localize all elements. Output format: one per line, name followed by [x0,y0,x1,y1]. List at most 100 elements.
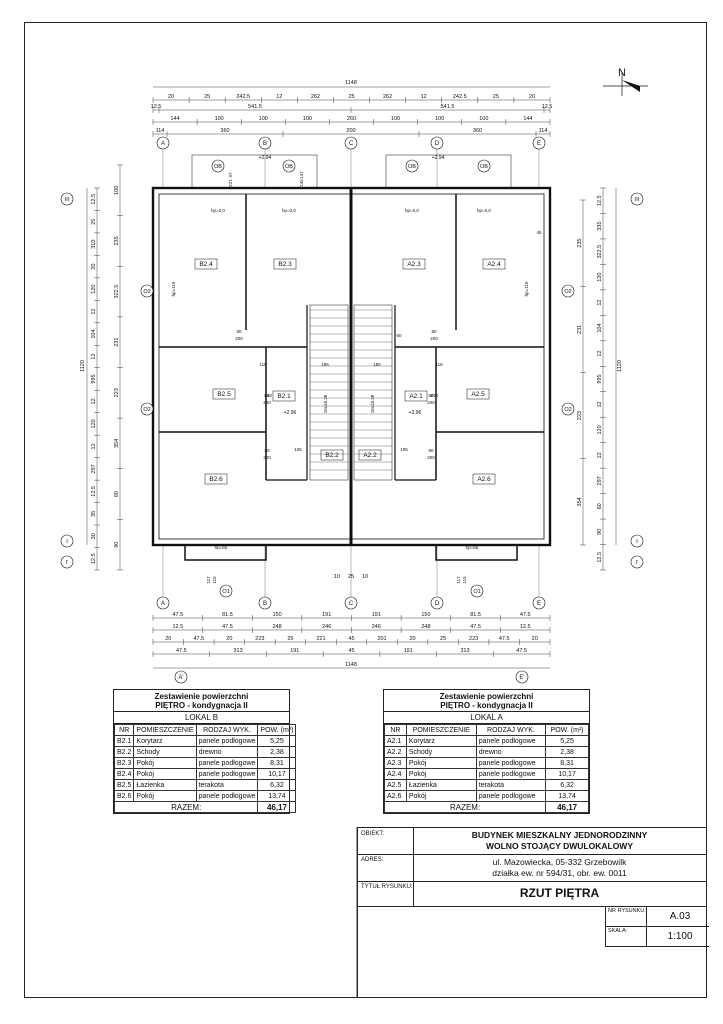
dimension-label: 90 [597,529,603,535]
table-total-row: RAZEM: 46,17 [383,801,589,813]
cell-area: 5,25 [545,735,589,747]
room-label: A2.3 [407,261,421,268]
dimension-label: 20 [532,636,538,642]
col-header-room: POMIESZCZENIE [405,724,477,736]
dimension-label: 150 [421,612,430,618]
table-title-line2: PIĘTRO - kondygnacja II [440,701,533,710]
dimension-label: 12 [276,94,282,100]
dimension-label: 104 [91,329,97,338]
total-width-label: 1148 [345,662,357,668]
window-label: O2 [143,407,150,413]
bay-wall-right [351,544,550,561]
axis-bubble [515,670,529,684]
cell-area: 8,31 [257,757,297,769]
window-dimension: 115 [212,576,217,584]
axis-bubble [60,534,74,548]
dimension-label: 360 [220,128,229,134]
dimension-label: 12 [421,94,427,100]
dimension-label: 200 [346,128,355,134]
cell-area: 5,25 [257,735,297,747]
title-block: OBIEKT: BUDYNEK MIESZKALNY JEDNORODZINNY… [357,827,709,998]
table-unit: LOKAL B [114,712,289,724]
dimension-label: 100 [435,116,444,122]
window-dimension: 147 [299,171,304,179]
window-dimension: 145 [299,179,304,187]
window-tag [219,584,233,598]
dimension-label: 16x18.38 [370,394,375,413]
cell-nr: B2.4 [113,768,135,780]
cell-area: 10,17 [257,768,297,780]
dimension-label: 262 [383,94,392,100]
dimension-label: 150 [272,612,281,618]
door-dimension: 200 [235,336,243,341]
total-width-label: 1148 [345,80,357,86]
cell-area: 8,31 [545,757,589,769]
dimension-label: 20 [410,636,416,642]
room-label: B2.3 [278,261,292,268]
cell-finish: panele podłogowe [475,757,547,769]
door-dimension: 80 [236,329,242,334]
dimension-label: 248 [421,624,430,630]
cell-finish: panele podłogowe [195,757,259,769]
tb-adres-row: ADRES: ul. Mazowiecka, 05-332 Grzebowilk… [358,854,706,882]
adres-line1: ul. Mazowiecka, 05-332 Grzebowilk [492,857,627,867]
dimension-label: 25 [440,636,446,642]
dimension-label: 16x18.38 [323,394,328,413]
window-dimension: 115 [462,576,467,584]
dimension-label: 12 [91,309,97,315]
table-title-line1: Zestawienie powierzchni [439,692,534,701]
window-dimension: 221 [228,179,233,187]
dimension-label: 25 [204,94,210,100]
dimension-label: 12 [91,353,97,359]
dimension-label: 45 [348,636,354,642]
cell-nr: A2.6 [384,790,407,802]
nr-label: NR RYSUNKU: [608,908,646,914]
dimension-label: 100 [479,116,488,122]
axis-bubble [174,670,188,684]
dimension-label: 313 [233,648,242,654]
dimension-label: 10 [362,574,368,580]
obiekt-line1: BUDYNEK MIESZKALNY JEDNORODZINNY [471,830,648,840]
axis-bubble [60,192,74,206]
dimension-label: 223 [255,636,264,642]
col-header-area: POW. (m²) [545,724,589,736]
dimension-label: 60 [597,503,603,509]
table-title: Zestawienie powierzchni PIĘTRO - kondygn… [114,690,289,712]
obiekt-line2: WOLNO STOJĄCY DWULOKALOWY [485,841,633,851]
total-label: RAZEM: [383,801,547,813]
cell-finish: panele podłogowe [195,790,259,802]
window-label: O2 [143,289,150,295]
room-label: B2.1 [277,393,291,400]
cell-room: Korytarz [405,735,477,747]
cell-nr: B2.1 [113,735,135,747]
dimension-label: 322.5 [597,245,603,259]
table-total-row: RAZEM: 46,17 [113,801,297,813]
axis-label: A [161,601,165,607]
dimension-label: 25 [348,94,354,100]
door-dimension: 200 [263,400,271,405]
cell-nr: A2.4 [384,768,407,780]
obiekt-label: OBIEKT: [361,831,385,837]
window-label: OB [408,164,416,170]
dimension-label: 541.5 [441,104,455,110]
dimension-label: 47.5 [520,612,531,618]
dimension-label: 25 [493,94,499,100]
room-label: B2.2 [325,452,339,459]
room-label: A2.4 [487,261,501,268]
door-dimension: 200 [427,455,435,460]
dimension-label: 231 [114,338,120,347]
cell-finish: terakota [475,779,547,791]
door-dimension: 60 [264,393,270,398]
dimension-label: 242.5 [236,94,250,100]
tytul-label: TYTUŁ RYSUNKU: [361,884,413,890]
axis-label: I [636,539,638,545]
dimension-label: 995 [91,374,97,383]
dimension-label: 191 [322,612,331,618]
dimension-label: 262 [311,94,320,100]
cell-room: Pokój [133,790,197,802]
